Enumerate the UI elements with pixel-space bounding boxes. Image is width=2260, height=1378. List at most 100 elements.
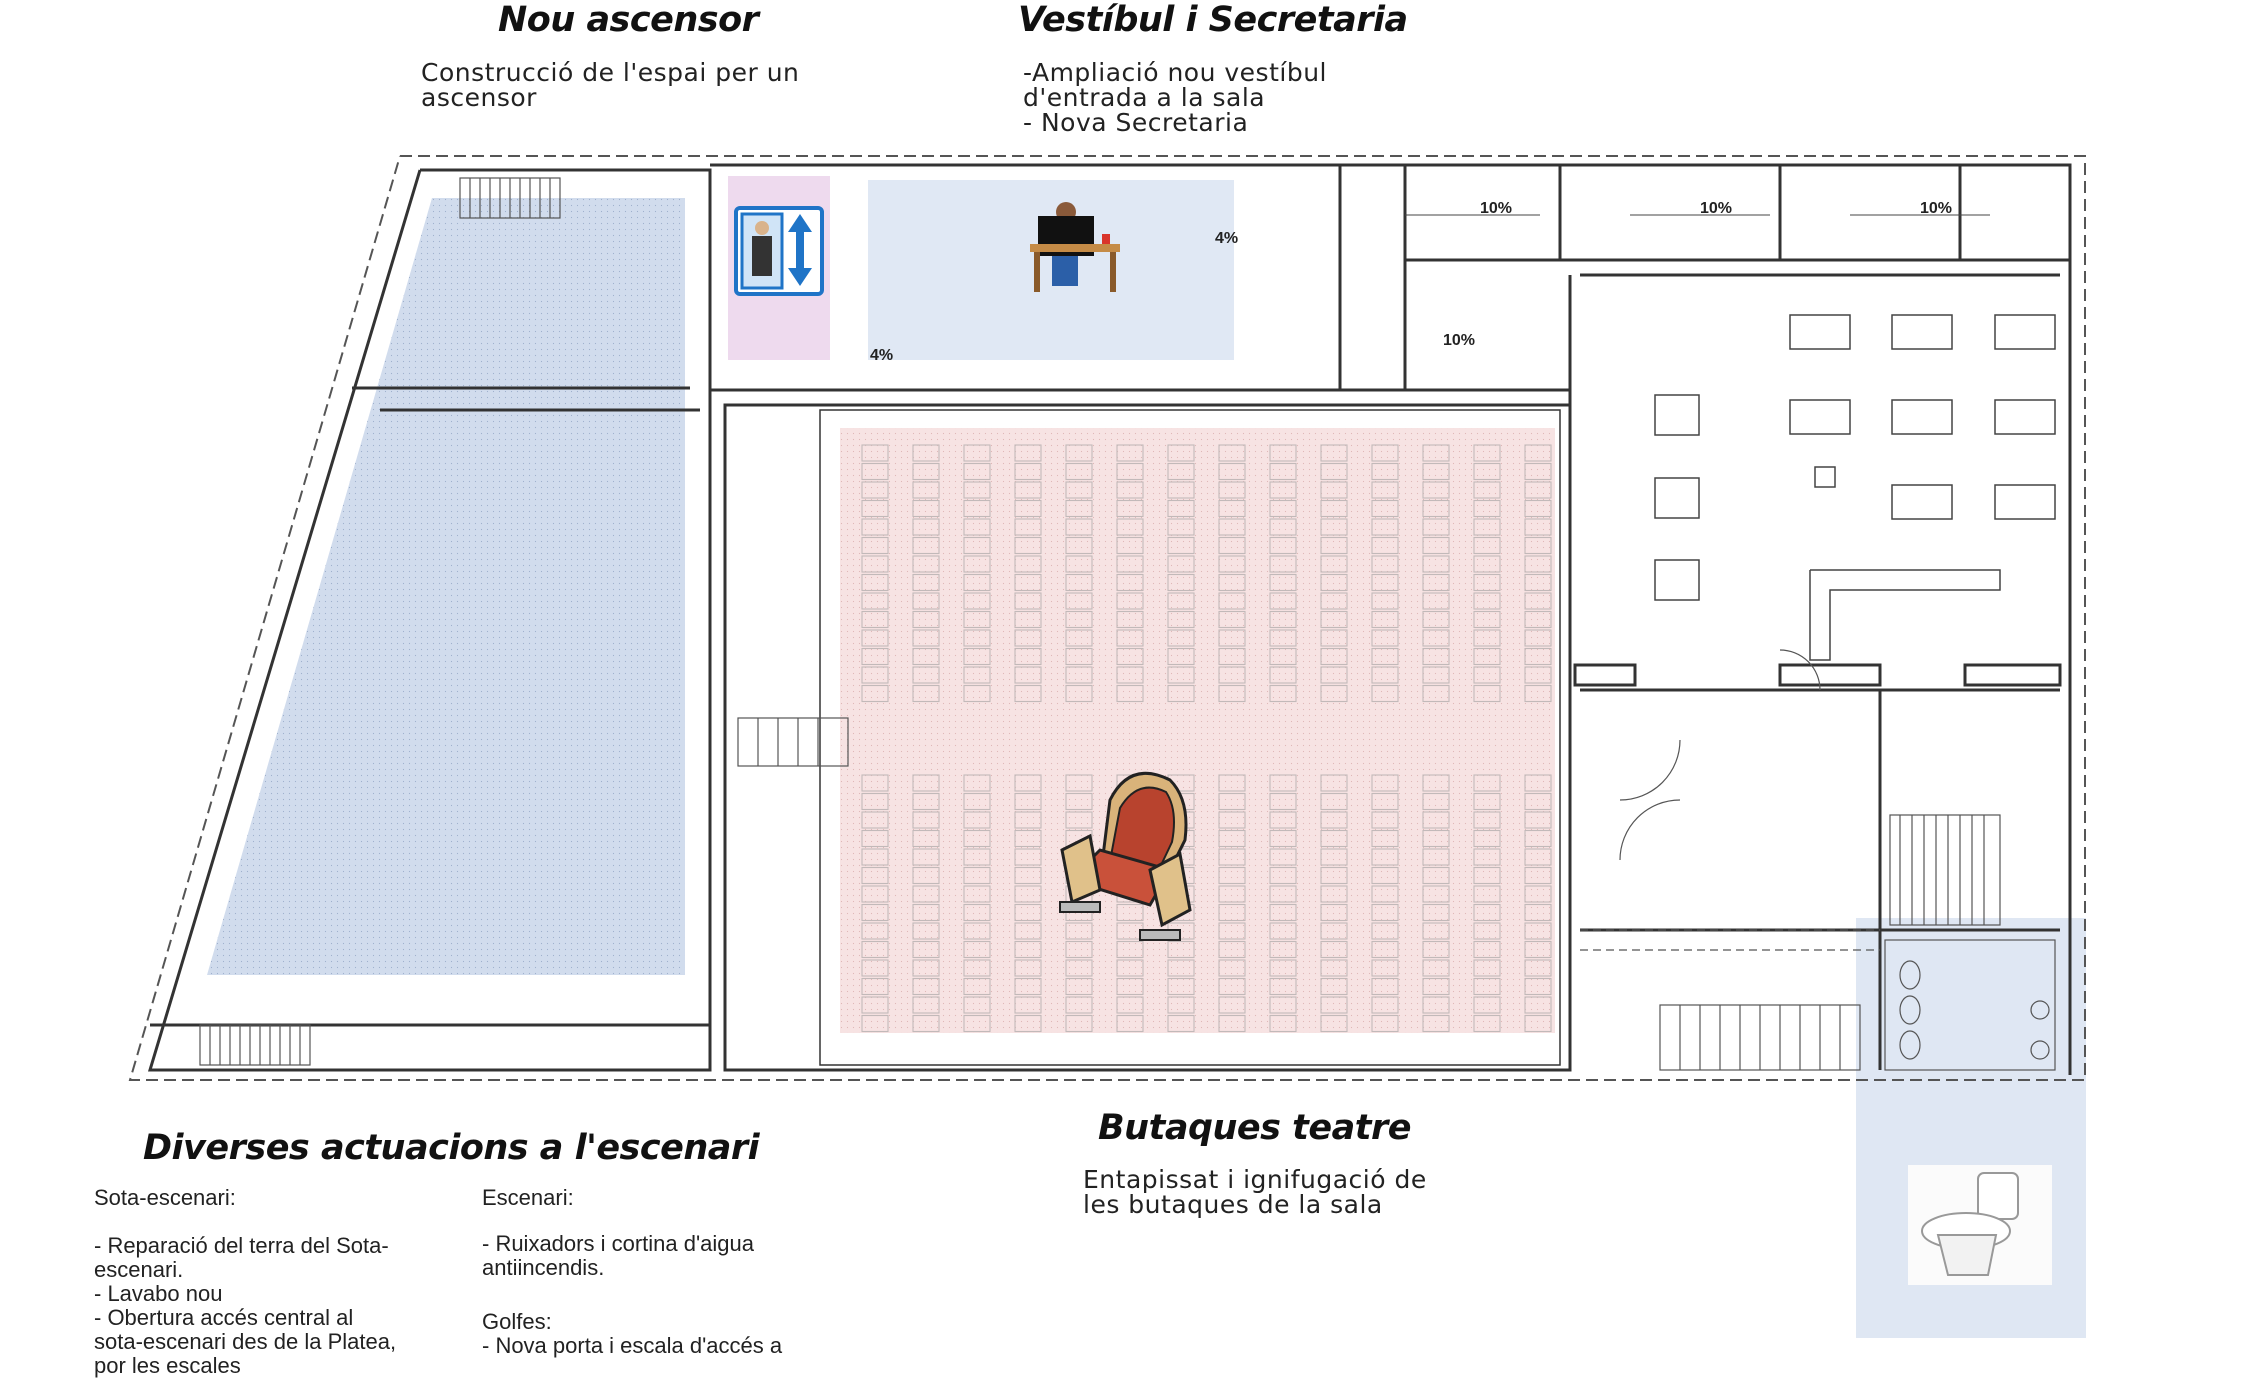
seat [1371,518,1399,536]
seat [1473,977,1501,996]
seat [1269,666,1297,684]
escenari-head: Escenari: [482,1185,574,1210]
seat [1473,666,1501,684]
seat [861,666,889,684]
butaques-title: Butaques teatre [1098,1108,1412,1148]
seat [1371,481,1399,499]
seat [1269,647,1297,666]
seat [1014,1014,1042,1033]
seat [1422,499,1450,518]
seat [1524,885,1552,903]
seat [1320,573,1348,592]
seat [1014,444,1042,462]
seat [963,792,991,811]
seat [963,592,991,610]
seat [1269,977,1297,996]
seat [1065,499,1093,518]
seat [1473,829,1501,848]
seat [1116,481,1144,499]
seat [1269,444,1297,462]
seat [912,903,940,922]
toilet-icon [1908,1165,2052,1285]
seat [912,536,940,555]
seat [1473,848,1501,866]
seat [1269,774,1297,792]
seat [1371,666,1399,684]
seat [1269,462,1297,481]
seat [963,848,991,866]
seat [1065,977,1093,996]
seat [1014,536,1042,555]
seat [912,647,940,666]
seat [1473,647,1501,666]
seat [1014,922,1042,940]
seat [1065,666,1093,684]
seat [1116,444,1144,462]
seat [1524,940,1552,959]
seat [963,774,991,792]
seat [1473,573,1501,592]
seat [1218,462,1246,481]
seat [1065,610,1093,629]
seat [1524,592,1552,610]
seat [963,977,991,996]
elevator-icon [734,206,824,296]
seat [1524,555,1552,573]
seat [1269,829,1297,848]
seat [1269,866,1297,885]
seat [1167,666,1195,684]
seat [1320,922,1348,940]
seat [1371,829,1399,848]
seat [861,573,889,592]
seat [1065,792,1093,811]
seat [1065,774,1093,792]
seat [861,996,889,1014]
seat [861,811,889,829]
seat [861,629,889,647]
slope-label: 4% [1215,230,1238,247]
seat [1014,610,1042,629]
seat [1320,829,1348,848]
seat [1269,481,1297,499]
seat [861,922,889,940]
seat [1422,996,1450,1014]
seat [1320,940,1348,959]
seat [1269,1014,1297,1033]
seat [1065,996,1093,1014]
seat [861,684,889,703]
seat [1473,684,1501,703]
seat [1065,573,1093,592]
seat [1422,848,1450,866]
seat [1167,573,1195,592]
seat [1014,647,1042,666]
seat [1422,684,1450,703]
seat [1371,444,1399,462]
seat [1320,610,1348,629]
seat [1473,555,1501,573]
seat [912,499,940,518]
seat [1524,922,1552,940]
seat [1218,885,1246,903]
seat [1422,922,1450,940]
seat [1371,555,1399,573]
seat [1371,1014,1399,1033]
seat [912,666,940,684]
seat [861,592,889,610]
seat [1422,592,1450,610]
seat [1320,996,1348,1014]
nou-ascensor-title: Nou ascensor [498,0,759,40]
seat [1065,462,1093,481]
seat [1116,573,1144,592]
seat [1422,666,1450,684]
seat [1422,903,1450,922]
seat [1065,959,1093,977]
seat [1014,481,1042,499]
seat [1320,792,1348,811]
seat [1320,885,1348,903]
seat [1473,940,1501,959]
seat [1014,774,1042,792]
seat [1422,481,1450,499]
seat [1320,977,1348,996]
seat [1218,996,1246,1014]
butaques-text: Entapissat i ignifugació de les butaques… [1083,1165,1427,1219]
